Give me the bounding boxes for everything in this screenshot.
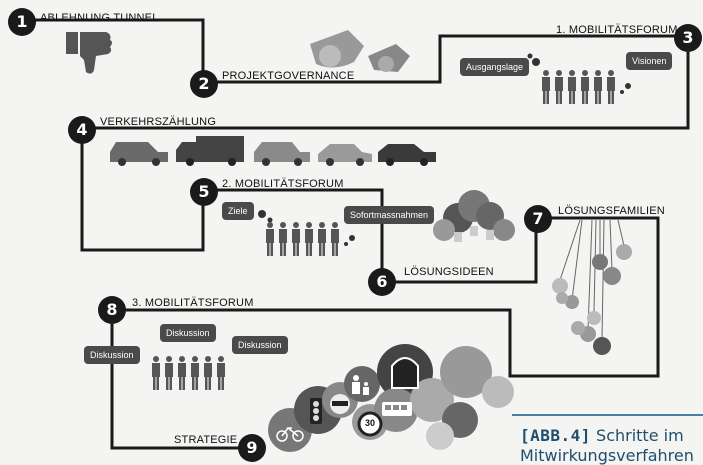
caption-line1: Schritte im [596, 426, 684, 445]
step-8-badge: 8 [98, 296, 126, 324]
visionen-bubble: Visionen [626, 52, 673, 70]
people-group-2 [258, 210, 355, 256]
speed-limit-value: 30 [364, 418, 375, 428]
no-entry-sign-icon [330, 394, 350, 414]
step-3-label: 1. MOBILITÄTSFORUM [556, 24, 678, 36]
step-2-label: PROJEKTGOVERNANCE [222, 70, 355, 82]
step-1-label: ABLEHNUNG TUNNEL [40, 12, 159, 24]
step-2-badge: 2 [190, 70, 218, 98]
ziele-bubble: Ziele [222, 202, 254, 220]
strategy-cluster [268, 344, 514, 452]
step-3-badge: 3 [674, 24, 702, 52]
tunnel-icon [391, 357, 419, 389]
speed-limit-sign-icon [357, 411, 383, 437]
step-7-label: LÖSUNGSFAMILIEN [558, 205, 665, 217]
cars-row [110, 136, 436, 166]
step-5-label: 2. MOBILITÄTSFORUM [222, 178, 344, 190]
step-4-label: VERKEHRSZÄHLUNG [100, 116, 217, 128]
step-9-label: STRATEGIE [174, 434, 238, 446]
step-4-badge: 4 [68, 116, 96, 144]
figure-caption: [ABB.4] Schritte im [520, 426, 684, 445]
people-group-3 [152, 356, 225, 390]
sofortmassnahmen-bubble: Sofortmassnahmen [344, 206, 435, 224]
whistle-icon [310, 30, 410, 72]
people-group-1 [527, 53, 631, 104]
bus-icon [382, 402, 412, 416]
lightbulb-icon [433, 190, 515, 242]
hanging-lightbulbs [552, 219, 632, 355]
car-icon [318, 144, 372, 166]
step-9-badge: 9 [238, 434, 266, 462]
traffic-light-icon [310, 398, 322, 424]
process-path [24, 18, 690, 450]
step-1-badge: 1 [8, 8, 36, 36]
caption-line2: Mitwirkungsverfahren [520, 446, 694, 465]
van-icon [176, 136, 244, 166]
diskussion-bubble-left: Diskussion [84, 346, 140, 364]
diskussion-bubble-right: Diskussion [232, 336, 288, 354]
step-6-badge: 6 [368, 268, 396, 296]
step-8-label: 3. MOBILITÄTSFORUM [132, 297, 254, 309]
step-7-badge: 7 [524, 205, 552, 233]
car-icon [110, 142, 168, 166]
step-6-label: LÖSUNGSIDEEN [404, 266, 494, 278]
step-5-badge: 5 [190, 178, 218, 206]
thumbs-down-icon [66, 32, 112, 74]
bicycle-icon [276, 426, 304, 442]
ausgangslage-bubble: Ausgangslage [460, 58, 530, 76]
pedestrian-icon [352, 375, 369, 395]
caption-rule [512, 414, 703, 416]
car-icon [378, 144, 436, 166]
car-icon [254, 142, 310, 166]
diskussion-bubble-top: Diskussion [160, 324, 216, 342]
caption-tag: [ABB.4] [520, 426, 591, 445]
